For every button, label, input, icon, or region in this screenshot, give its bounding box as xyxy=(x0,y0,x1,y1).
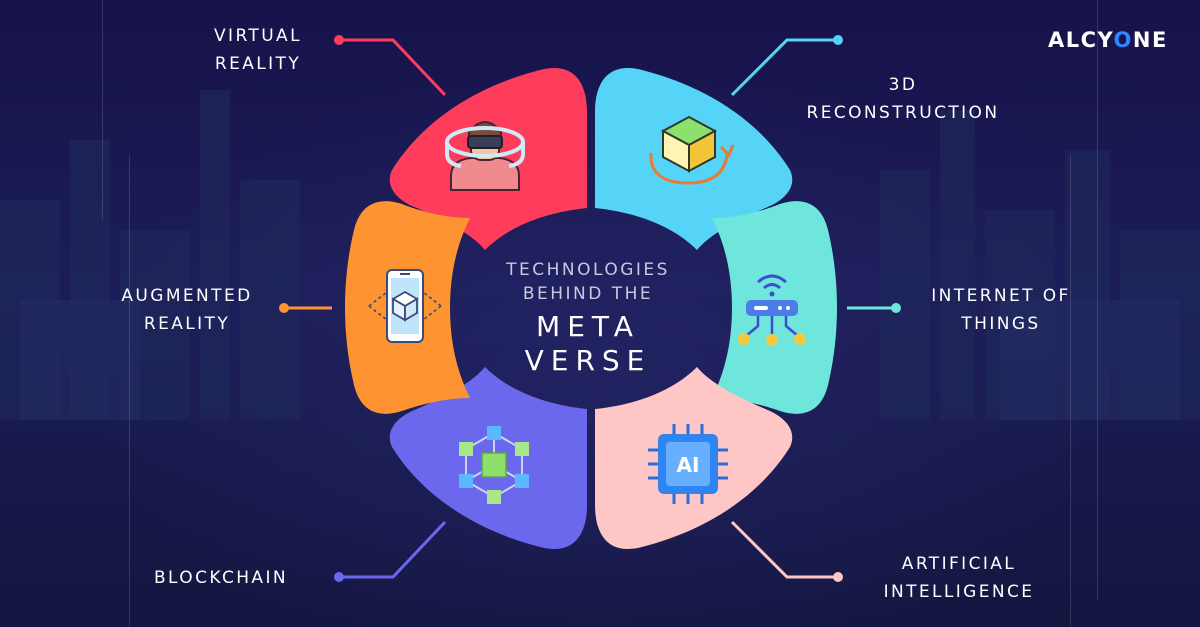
brand-logo: ALCYONE xyxy=(1048,28,1168,52)
center-title-line1: META xyxy=(536,310,640,343)
label-augmented-reality: AUGMENTED REALITY xyxy=(104,282,270,338)
connector-dot-internet-of-things xyxy=(891,303,901,313)
brand-name-part2: NE xyxy=(1132,28,1168,52)
label-virtual-reality: VIRTUAL REALITY xyxy=(180,22,336,78)
brand-name-o: O xyxy=(1113,28,1133,52)
blockchain-icon xyxy=(459,426,529,504)
vr-headset-icon xyxy=(445,121,525,191)
connector-blockchain xyxy=(339,520,447,579)
label-internet-of-things: INTERNET OF THINGS xyxy=(912,282,1090,338)
connector-dot-blockchain xyxy=(334,572,344,582)
city-skyline-background xyxy=(0,90,1200,420)
connector-dot-3d-reconstruction xyxy=(833,35,843,45)
label-artificial-intelligence-line2: INTELLIGENCE xyxy=(883,582,1035,602)
connector-dot-artificial-intelligence xyxy=(833,572,843,582)
label-internet-of-things-line2: THINGS xyxy=(961,314,1041,334)
center-subtitle: TECHNOLOGIES BEHIND THE xyxy=(470,258,706,306)
label-blockchain-line1: BLOCKCHAIN xyxy=(153,568,288,588)
svg-text:AI: AI xyxy=(677,453,700,477)
label-virtual-reality-line2: REALITY xyxy=(214,54,302,74)
label-3d-reconstruction: 3D RECONSTRUCTION xyxy=(786,71,1020,127)
connector-dot-virtual-reality xyxy=(334,35,344,45)
guide-line-left-long xyxy=(129,155,130,627)
label-blockchain: BLOCKCHAIN xyxy=(134,564,308,592)
connector-virtual-reality xyxy=(339,38,447,97)
label-3d-reconstruction-line2: RECONSTRUCTION xyxy=(806,103,1000,123)
center-subtitle-line2: BEHIND THE xyxy=(522,284,654,304)
label-augmented-reality-line1: AUGMENTED xyxy=(121,286,253,306)
center-title-line2: VERSE xyxy=(524,344,652,377)
guide-line-left-top xyxy=(102,0,103,220)
ai-chip-icon: AI xyxy=(648,424,728,504)
label-3d-reconstruction-line1: 3D xyxy=(888,75,918,95)
label-artificial-intelligence-line1: ARTIFICIAL xyxy=(901,554,1017,574)
connector-dot-augmented-reality xyxy=(279,303,289,313)
center-title: META VERSE xyxy=(470,310,706,378)
label-virtual-reality-line1: VIRTUAL xyxy=(214,26,302,46)
guide-line-right-mid xyxy=(1070,155,1071,627)
label-internet-of-things-line1: INTERNET OF xyxy=(931,286,1071,306)
ar-phone-icon xyxy=(368,269,442,343)
iot-router-icon xyxy=(738,274,806,346)
connector-3d-reconstruction xyxy=(730,38,838,97)
center-subtitle-line1: TECHNOLOGIES xyxy=(506,260,670,280)
label-artificial-intelligence: ARTIFICIAL INTELLIGENCE xyxy=(856,550,1062,606)
label-augmented-reality-line2: REALITY xyxy=(143,314,231,334)
3d-cube-icon xyxy=(649,115,735,185)
brand-name-part1: ALCY xyxy=(1048,28,1114,52)
connector-artificial-intelligence xyxy=(730,520,838,579)
guide-line-right-top xyxy=(1097,0,1098,600)
